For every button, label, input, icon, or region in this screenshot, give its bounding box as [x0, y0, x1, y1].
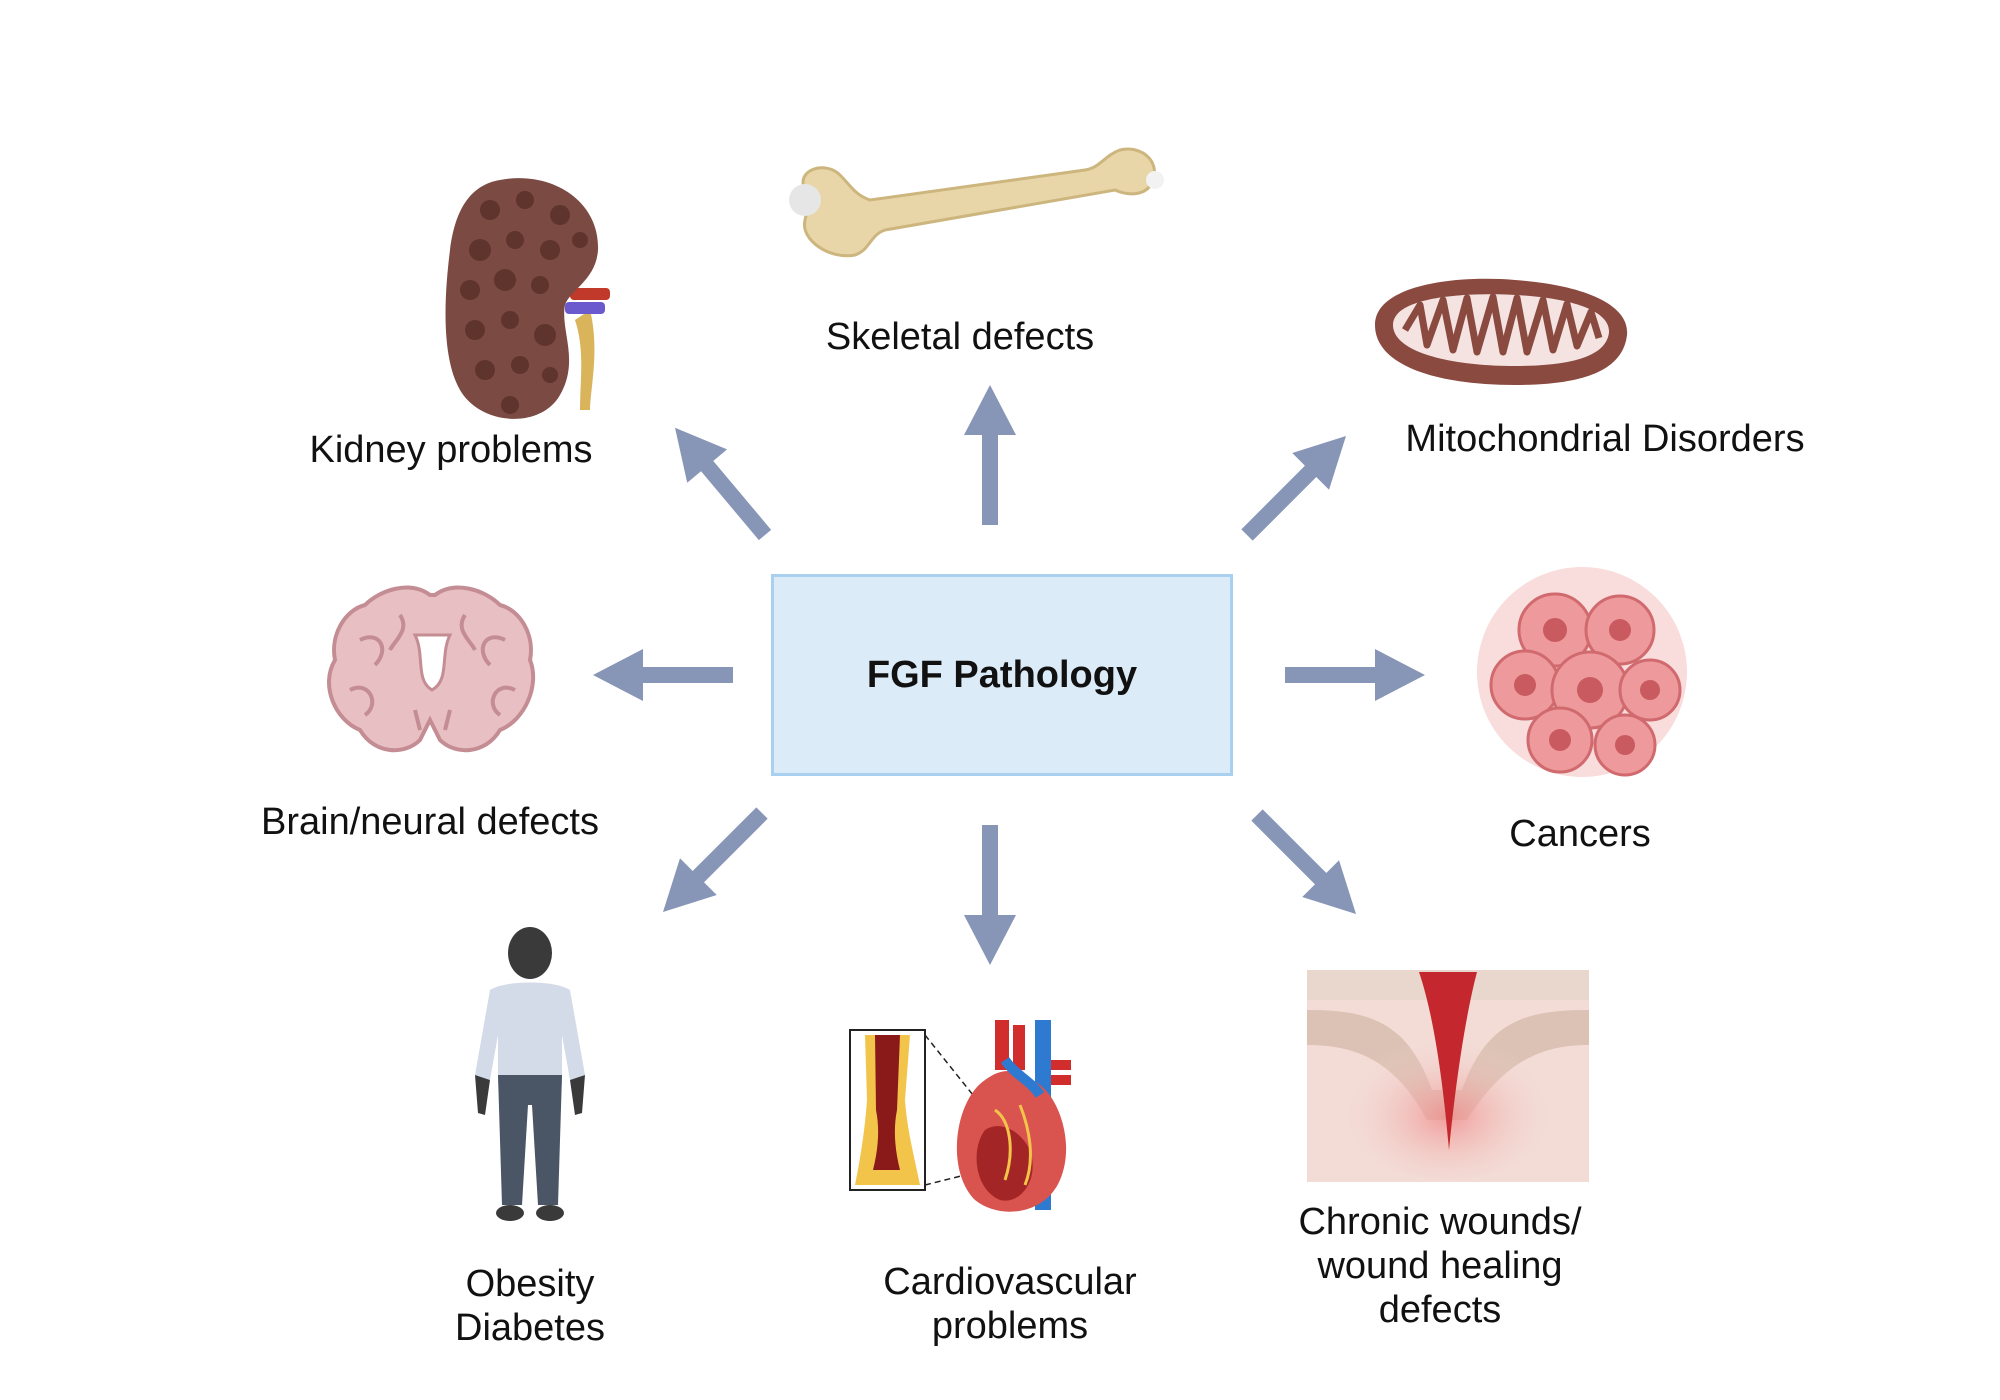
cancer-label: Cancers [1509, 813, 1651, 855]
heart-icon [849, 1020, 1071, 1212]
arrow-to-cardio [964, 825, 1016, 965]
arrow-to-cancer [1285, 649, 1425, 701]
center-box: FGF Pathology [771, 574, 1233, 776]
mito-label: Mitochondrial Disorders [1405, 418, 1805, 460]
wound-label-line2: wound healing [1317, 1245, 1563, 1287]
cardio-label-line1: Cardiovascular [883, 1261, 1137, 1303]
wound-label-line1: Chronic wounds/ [1298, 1201, 1582, 1243]
kidney-label: Kidney problems [309, 429, 593, 471]
arrow-to-wound [1238, 796, 1375, 933]
kidney-icon [445, 178, 610, 419]
skin-wound-icon [1307, 970, 1589, 1182]
brain-icon [327, 585, 536, 753]
bone-icon [789, 147, 1164, 258]
arrow-to-brain [593, 649, 733, 701]
skeletal-label: Skeletal defects [825, 316, 1095, 358]
center-title: FGF Pathology [866, 653, 1138, 696]
arrow-to-kidney [655, 411, 785, 552]
obesity-label-line1: Obesity [465, 1263, 595, 1305]
arrow-to-skeletal [964, 385, 1016, 525]
person-icon [475, 927, 585, 1221]
tumor-cells-icon [1477, 567, 1687, 777]
arrow-to-mito [1228, 417, 1365, 554]
obesity-label-line2: Diabetes [455, 1307, 605, 1349]
cardio-label-line2: problems [931, 1305, 1089, 1347]
arrow-to-obesity [644, 794, 781, 931]
mitochondrion-icon [1375, 278, 1628, 385]
wound-label-line3: defects [1378, 1289, 1502, 1331]
brain-label: Brain/neural defects [261, 801, 599, 843]
